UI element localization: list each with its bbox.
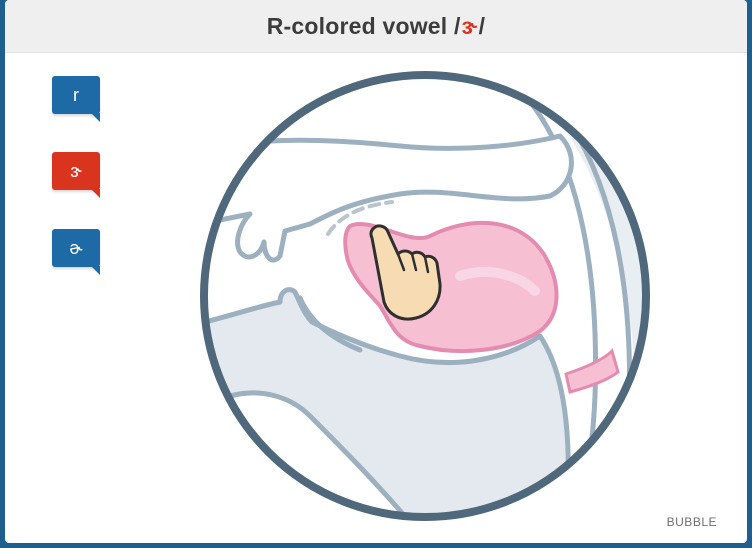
mouth-diagram [200,71,650,521]
watermark-credit: BUBBLE [666,515,717,529]
phoneme-chip-label: ɚ [69,237,83,258]
phoneme-chip-label: r [73,84,79,105]
lower-teeth [297,295,363,353]
larynx-tube [564,348,620,394]
title-suffix: / [478,12,486,39]
title-prefix: R-colored vowel / [266,12,461,39]
title-bar: R-colored vowel / ɝ / [5,0,747,53]
tongue-highlight [455,266,540,296]
phoneme-chip-r[interactable]: r [52,76,100,122]
phoneme-chip-label: ɝ [70,160,82,181]
alveolar-ridge-guide [326,200,394,236]
upper-jaw [204,133,574,263]
title-symbol: ɝ [461,12,478,39]
phoneme-chip-stressed-r-vowel[interactable]: ɝ [52,152,100,198]
phoneme-chip-unstressed-r-vowel[interactable]: ɚ [52,229,100,275]
app-card: R-colored vowel / ɝ / r ɝ ɚ [5,0,747,543]
lower-jaw [204,287,571,517]
diagram-frame [200,71,650,521]
hand-pointer-icon [369,224,442,321]
